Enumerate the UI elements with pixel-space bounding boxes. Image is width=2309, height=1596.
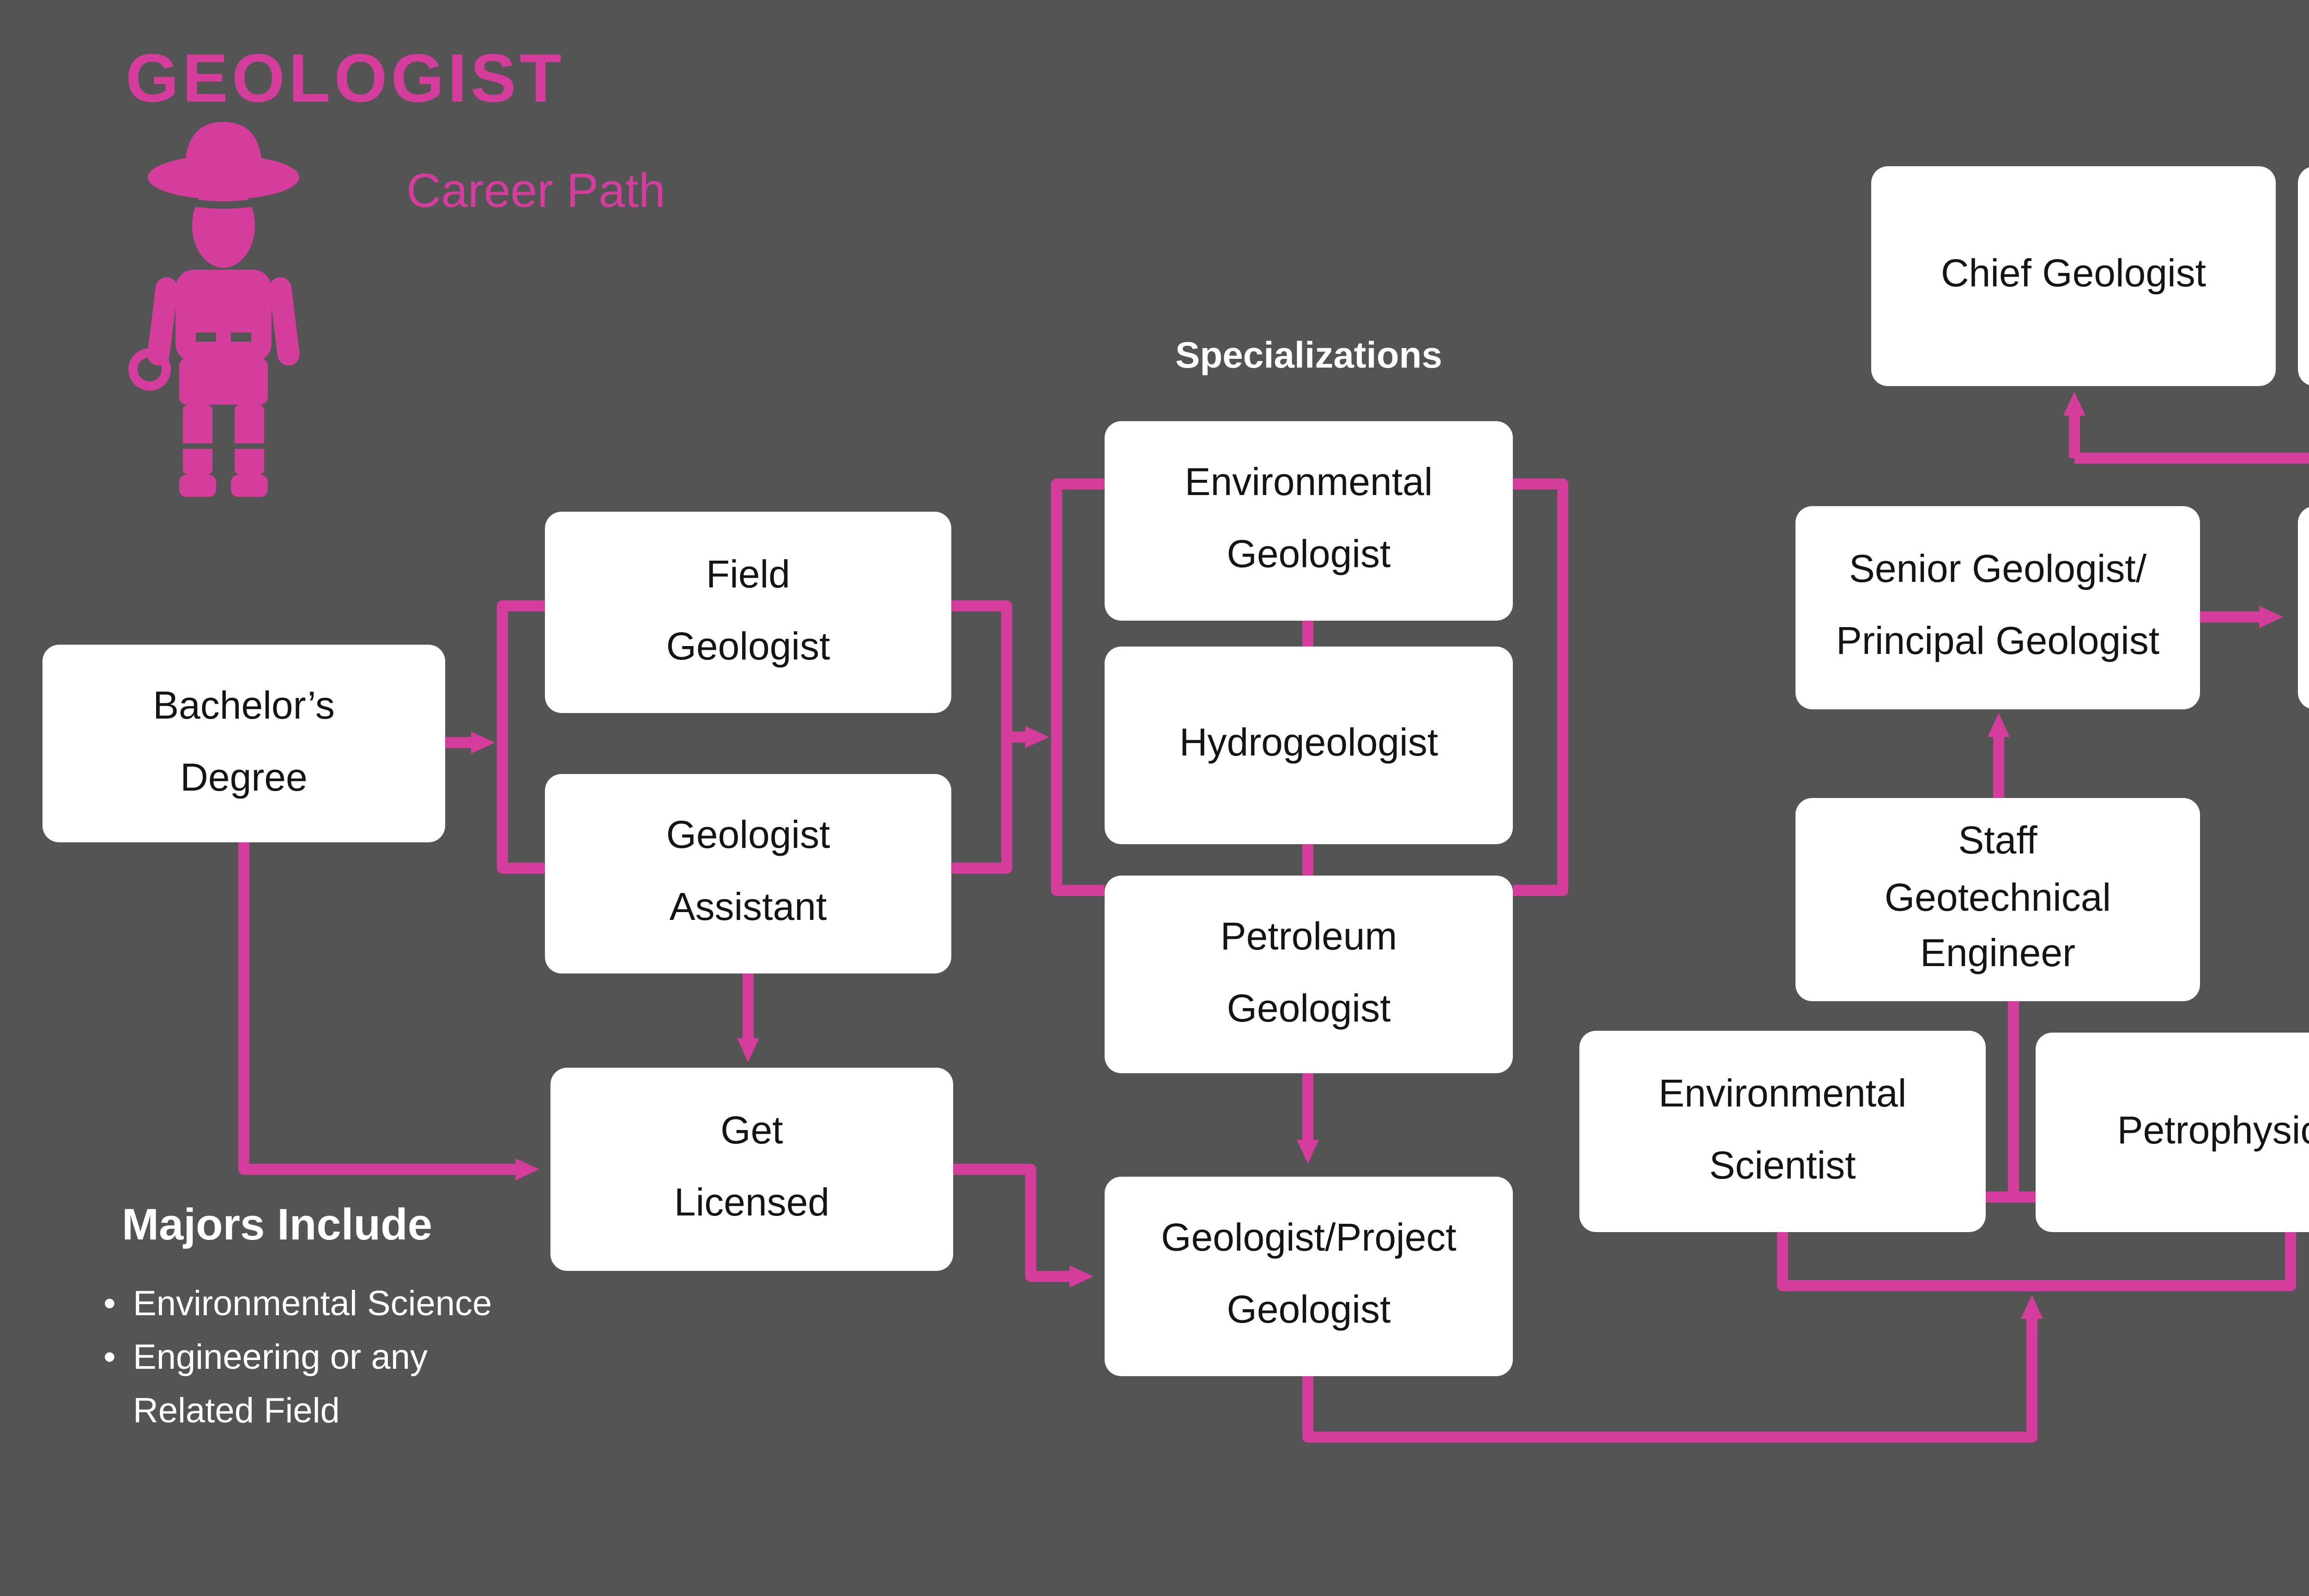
- node-bachelors-degree: Bachelor’s Degree: [42, 645, 445, 842]
- bracket-specializations-right: [1513, 478, 1568, 896]
- bracket-merge-right: [951, 600, 1012, 874]
- geologist-figure-icon: [126, 111, 321, 506]
- bracket-specializations-left: [1051, 478, 1105, 896]
- bullet-icon: •: [103, 1286, 116, 1324]
- majors-heading: Majors Include: [122, 1201, 433, 1251]
- list-item: • Engineering or any Related Field: [103, 1332, 621, 1439]
- page-subtitle: Career Path: [406, 163, 665, 218]
- arrow-licensed-to-project: [953, 1164, 1094, 1288]
- link-scientists-to-staff: [1986, 1001, 2039, 1203]
- node-petrophysicist: Petrophysicist: [2036, 1033, 2309, 1232]
- arrow-project-to-scientists: [1302, 1295, 2043, 1443]
- bullet-icon: •: [103, 1339, 116, 1378]
- majors-list: • Environmental Science • Engineering or…: [103, 1278, 621, 1439]
- node-geoscience-manager: Geoscience Manager/Director: [2298, 506, 2309, 709]
- node-petroleum-geologist: Petroleum Geologist: [1105, 876, 1513, 1073]
- node-field-geologist: Field Geologist: [545, 512, 951, 713]
- arrow-bachelors-to-licensed: [238, 842, 539, 1180]
- node-project-geologist: Geologist/Project Geologist: [1105, 1177, 1513, 1376]
- joiner-scientists-bottom: [1777, 1232, 2296, 1291]
- node-environmental-scientist: Environmental Scientist: [1579, 1031, 1986, 1232]
- list-item: • Environmental Science: [103, 1278, 621, 1332]
- node-geologist-assistant: Geologist Assistant: [545, 774, 951, 973]
- page-title: GEOLOGIST: [126, 41, 565, 116]
- node-get-licensed: Get Licensed: [550, 1068, 953, 1271]
- bracket-split-left: [497, 600, 545, 874]
- node-chief-geologist: Chief Geologist: [1871, 166, 2276, 386]
- node-senior-geologist: Senior Geologist/ Principal Geologist: [1795, 506, 2200, 709]
- node-staff-geotechnical-engineer: Staff Geotechnical Engineer: [1795, 798, 2200, 1001]
- node-environmental-geologist: Environmental Geologist: [1105, 421, 1513, 621]
- specializations-heading: Specializations: [1175, 336, 1442, 377]
- node-hydrogeologist: Hydrogeologist: [1105, 647, 1513, 844]
- node-research-geologist: Research Geologist (PhD): [2298, 166, 2309, 386]
